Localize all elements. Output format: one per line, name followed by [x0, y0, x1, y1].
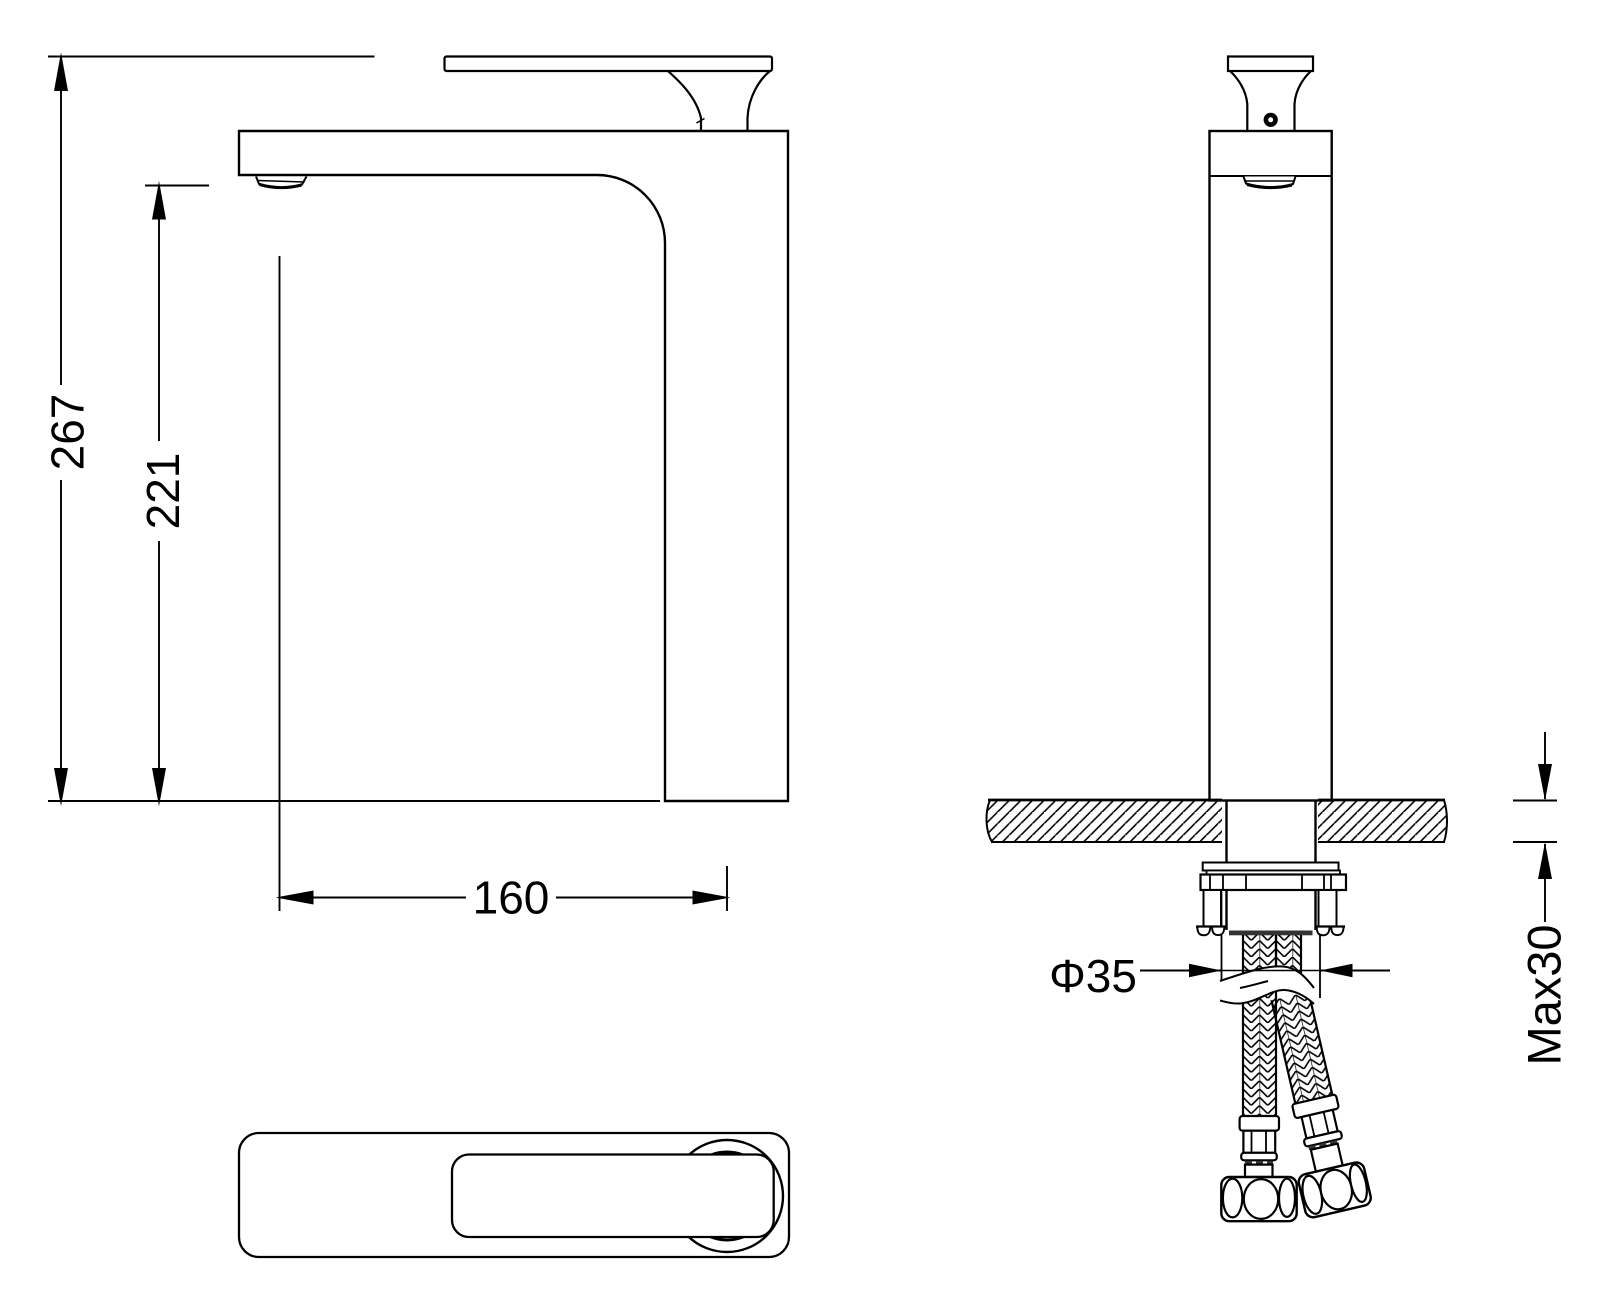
svg-text:221: 221 [137, 453, 189, 530]
svg-text:Φ35: Φ35 [1049, 950, 1137, 1002]
svg-text:160: 160 [473, 872, 550, 924]
svg-text:267: 267 [42, 394, 94, 471]
svg-text:Max30: Max30 [1518, 924, 1571, 1065]
